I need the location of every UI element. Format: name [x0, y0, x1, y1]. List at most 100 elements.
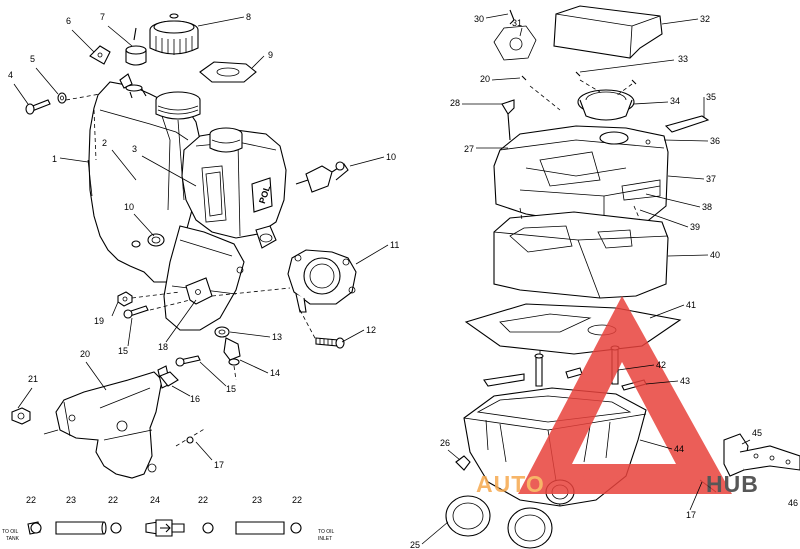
callout-22: 22 [108, 495, 118, 505]
watermark-text-hub: HUB [706, 471, 759, 497]
callout-38: 38 [702, 202, 712, 212]
callout-leader [421, 521, 449, 545]
callout-10: 10 [386, 152, 396, 162]
callout-leader [111, 149, 137, 181]
callout-leader [649, 304, 685, 319]
callout-leader [127, 317, 133, 347]
callout-leader [165, 299, 197, 343]
callout-leader [197, 16, 245, 27]
callout-leader [107, 25, 133, 47]
callout-leader [639, 439, 673, 450]
callout-leader [251, 55, 265, 69]
callout-leader [645, 380, 679, 385]
callout-leader [199, 361, 227, 387]
callout-leader [17, 387, 33, 409]
callout-42: 42 [656, 360, 666, 370]
callout-leader [633, 101, 669, 105]
callout-22: 22 [198, 495, 208, 505]
callout-3: 3 [132, 144, 137, 154]
callout-30: 30 [474, 14, 484, 24]
watermark-logo: AUTO MOTO HUB [476, 296, 759, 497]
callout-20: 20 [80, 349, 90, 359]
callout-leader [349, 156, 385, 167]
watermark-text-moto: MOTO [558, 471, 631, 497]
watermark-triangle [518, 296, 732, 494]
callout-leader [71, 29, 95, 53]
callout-17: 17 [686, 510, 696, 520]
callout-18: 18 [158, 342, 168, 352]
callout-20: 20 [480, 74, 490, 84]
callout-15: 15 [226, 384, 236, 394]
callout-leader [171, 385, 191, 397]
callout-19: 19 [94, 316, 104, 326]
callout-45: 45 [752, 428, 762, 438]
callout-5: 5 [30, 54, 35, 64]
callout-leader [491, 77, 521, 81]
callout-2: 2 [102, 138, 107, 148]
callout-leader [663, 139, 709, 142]
callout-26: 26 [440, 438, 450, 448]
callout-leader [141, 155, 197, 187]
callout-10: 10 [124, 202, 134, 212]
callout-11: 11 [390, 240, 399, 250]
air-box-assembly [445, 5, 800, 549]
callout-17: 17 [214, 460, 224, 470]
callout-leader [59, 157, 89, 163]
callout-40: 40 [710, 250, 720, 260]
callout-leader [239, 359, 269, 374]
callout-leader [485, 13, 509, 19]
callout-leader [617, 364, 655, 371]
callout-leader [35, 67, 59, 95]
callout-32: 32 [700, 14, 710, 24]
callout-23: 23 [66, 495, 76, 505]
to-oil-tank-line2: TANK [6, 536, 20, 542]
callout-leader [579, 59, 675, 73]
callout-leader [85, 361, 107, 391]
callout-leader [13, 83, 29, 105]
callout-34: 34 [670, 96, 680, 106]
callout-1: 1 [52, 154, 57, 164]
callout-leader [341, 329, 365, 343]
callout-16: 16 [190, 394, 200, 404]
callout-8: 8 [246, 12, 251, 22]
callout-43: 43 [680, 376, 690, 386]
callout-27: 27 [464, 144, 474, 154]
oil-tank-assembly: POL [2, 13, 357, 542]
callout-leader [519, 27, 523, 37]
callout-12: 12 [366, 325, 376, 335]
callout-21: 21 [28, 374, 38, 384]
callout-13: 13 [272, 332, 282, 342]
callout-37: 37 [706, 174, 716, 184]
callout-leader [667, 254, 709, 257]
to-oil-inlet-line2: INLET [318, 536, 332, 542]
callout-leader [667, 175, 705, 180]
callout-24: 24 [150, 495, 160, 505]
callout-28: 28 [450, 98, 460, 108]
callout-leader [741, 439, 751, 445]
callout-leader [447, 449, 461, 461]
callout-leader [355, 244, 389, 265]
callout-25: 25 [410, 540, 420, 549]
callout-4: 4 [8, 70, 13, 80]
callout-leader [661, 18, 699, 25]
callout-7: 7 [100, 12, 105, 22]
to-oil-inlet-line1: TO OIL [318, 529, 335, 535]
callout-leader [689, 481, 703, 511]
callout-31: 31 [512, 18, 522, 28]
callout-9: 9 [268, 50, 273, 60]
callout-leader [645, 193, 701, 208]
callout-23: 23 [252, 495, 262, 505]
callout-leader [133, 213, 155, 237]
callout-44: 44 [674, 444, 684, 454]
callout-14: 14 [270, 368, 280, 378]
callout-15: 15 [118, 346, 128, 356]
to-oil-tank-line1: TO OIL [2, 529, 19, 535]
callout-leader [229, 331, 271, 338]
callout-36: 36 [710, 136, 720, 146]
callout-35: 35 [706, 92, 716, 102]
callout-leader [195, 441, 213, 461]
watermark-text-auto: AUTO [476, 471, 545, 497]
